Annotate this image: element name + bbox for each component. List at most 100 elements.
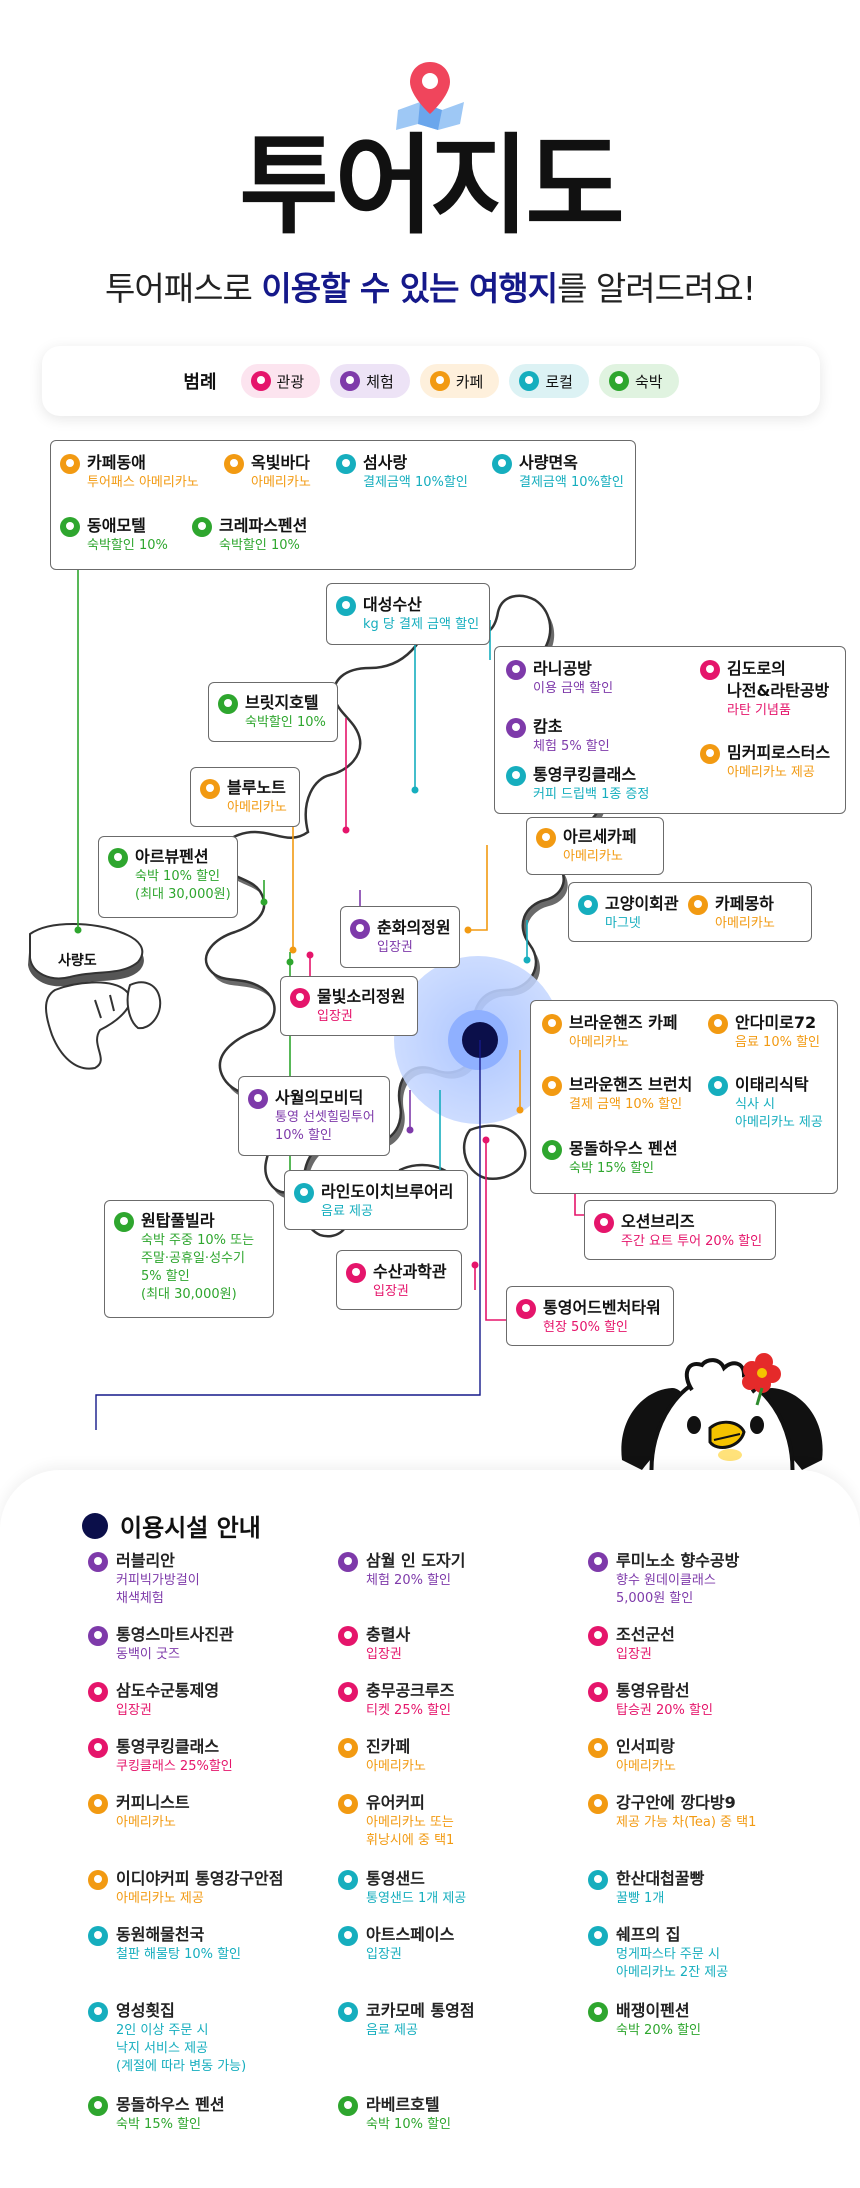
legend-label: 카페 xyxy=(455,372,484,391)
place-name: 안다미로72 xyxy=(735,1013,817,1032)
place-benefit: 숙박할인 10% xyxy=(87,538,168,553)
facility-name: 루미노소 향수공방 xyxy=(616,1551,740,1570)
stay-pin-icon xyxy=(60,517,80,537)
local-pin-icon xyxy=(588,1926,608,1946)
cafe-pin-icon xyxy=(60,454,80,474)
tour-pin-icon xyxy=(594,1213,614,1233)
place-benefit: 주간 요트 투어 20% 할인 xyxy=(621,1234,763,1249)
facility-benefit: 입장권 xyxy=(366,1947,402,1962)
place-benefit: 식사 시 아메리카노 제공 xyxy=(735,1097,823,1130)
facility-benefit: 쿠킹클래스 25%할인 xyxy=(116,1759,233,1774)
place-benefit: 숙박할인 10% xyxy=(245,715,326,730)
place-box-brewery xyxy=(284,1170,468,1230)
place-andamiro72: 안다미로72 음료 10% 할인 xyxy=(708,1012,820,1052)
place-benefit: 아메리카노 xyxy=(715,916,775,931)
local-pin-icon xyxy=(338,1870,358,1890)
cafe-pin-icon xyxy=(700,744,720,764)
facility-name: 삼월 인 도자기 xyxy=(366,1551,466,1570)
facility-benefit: 멍게파스타 주문 시 아메리카노 2잔 제공 xyxy=(616,1947,729,1980)
facility-name: 배쟁이펜션 xyxy=(616,2001,690,2020)
place-benefit: 입장권 xyxy=(317,1009,353,1024)
facility-name: 조선군선 xyxy=(616,1625,675,1644)
seagull-mascot-illustration xyxy=(621,1353,823,1490)
place-name: 고양이회관 xyxy=(605,894,679,913)
local-pin-icon xyxy=(336,454,356,474)
facility-name: 라베르호텔 xyxy=(366,2095,440,2114)
facility-benefit: 아메리카노 xyxy=(366,1759,426,1774)
place-benefit: 아메리카노 xyxy=(563,849,623,864)
facility-name: 삼도수군통제영 xyxy=(116,1681,220,1700)
legend-chip-cafe: 카페 xyxy=(419,364,500,398)
place-name: 아르세카페 xyxy=(563,827,637,846)
stay-pin-icon xyxy=(192,517,212,537)
place-benefit: 아메리카노 xyxy=(569,1035,629,1050)
stay-pin-icon xyxy=(608,371,629,391)
facility-name: 몽돌하우스 펜션 xyxy=(116,2095,225,2114)
place-box-fisheries-museum xyxy=(336,1250,462,1310)
place-name: 캄초 xyxy=(533,717,563,736)
facility-benefit: 입장권 xyxy=(366,1647,402,1662)
facility-name: 영성횟집 xyxy=(116,2001,175,2020)
place-box-oceanbreeze xyxy=(584,1200,776,1260)
place-benefit: 음료 10% 할인 xyxy=(735,1035,820,1050)
legend-chip-stay: 숙박 xyxy=(598,364,679,398)
local-pin-icon xyxy=(519,371,540,391)
tour-pin-icon xyxy=(516,1299,536,1319)
tour-pin-icon xyxy=(588,1682,608,1702)
stay-pin-icon xyxy=(338,2096,358,2116)
experience-pin-icon xyxy=(350,919,370,939)
legend-label: 관광 xyxy=(276,372,305,391)
place-name: 옥빛바다 xyxy=(251,453,310,472)
facility-name: 강구안에 깡다방9 xyxy=(616,1793,736,1812)
experience-pin-icon xyxy=(506,718,526,738)
place-name: 통영쿠킹클래스 xyxy=(533,765,637,784)
local-pin-icon xyxy=(492,454,512,474)
local-pin-icon xyxy=(506,766,526,786)
hero-map-pin-icon xyxy=(396,62,464,130)
place-name: 몽돌하우스 펜션 xyxy=(569,1139,678,1158)
place-name: 동애모텔 xyxy=(87,516,146,535)
cafe-pin-icon xyxy=(338,1794,358,1814)
place-name: 통영어드벤처타워 xyxy=(543,1298,661,1317)
facility-name: 충무공크루즈 xyxy=(366,1681,455,1700)
legend-chip-local: 로컬 xyxy=(509,364,589,398)
tour-pin-icon xyxy=(346,1263,366,1283)
facility-name: 동원해물천국 xyxy=(116,1925,205,1944)
place-name: 오션브리즈 xyxy=(621,1212,695,1231)
facilities-header: 이용시설 안내 xyxy=(82,1508,261,1543)
place-benefit: 라탄 기념품 xyxy=(727,703,791,718)
place-benefit: 아메리카노 xyxy=(227,800,287,815)
place-name: 카페동애 xyxy=(87,453,146,472)
place-name: 블루노트 xyxy=(227,778,286,797)
stay-pin-icon xyxy=(542,1140,562,1160)
cafe-pin-icon xyxy=(200,779,220,799)
facility-name: 통영유람선 xyxy=(616,1681,690,1700)
place-benefit: 음료 제공 xyxy=(321,1204,373,1219)
local-pin-icon xyxy=(708,1076,728,1096)
facility-benefit: 아메리카노 제공 xyxy=(116,1891,204,1906)
place-name: 아르뷰펜션 xyxy=(135,847,209,866)
place-benefit: 결제 금액 10% 할인 xyxy=(569,1097,683,1112)
cafe-pin-icon xyxy=(542,1014,562,1034)
local-pin-icon xyxy=(588,1870,608,1890)
subtitle-highlight: 이용할 수 있는 여행지 xyxy=(261,269,558,308)
local-pin-icon xyxy=(88,2002,108,2022)
place-name: 라니공방 xyxy=(533,659,592,678)
cafe-pin-icon xyxy=(429,371,450,391)
place-name: 카페몽하 xyxy=(715,894,774,913)
